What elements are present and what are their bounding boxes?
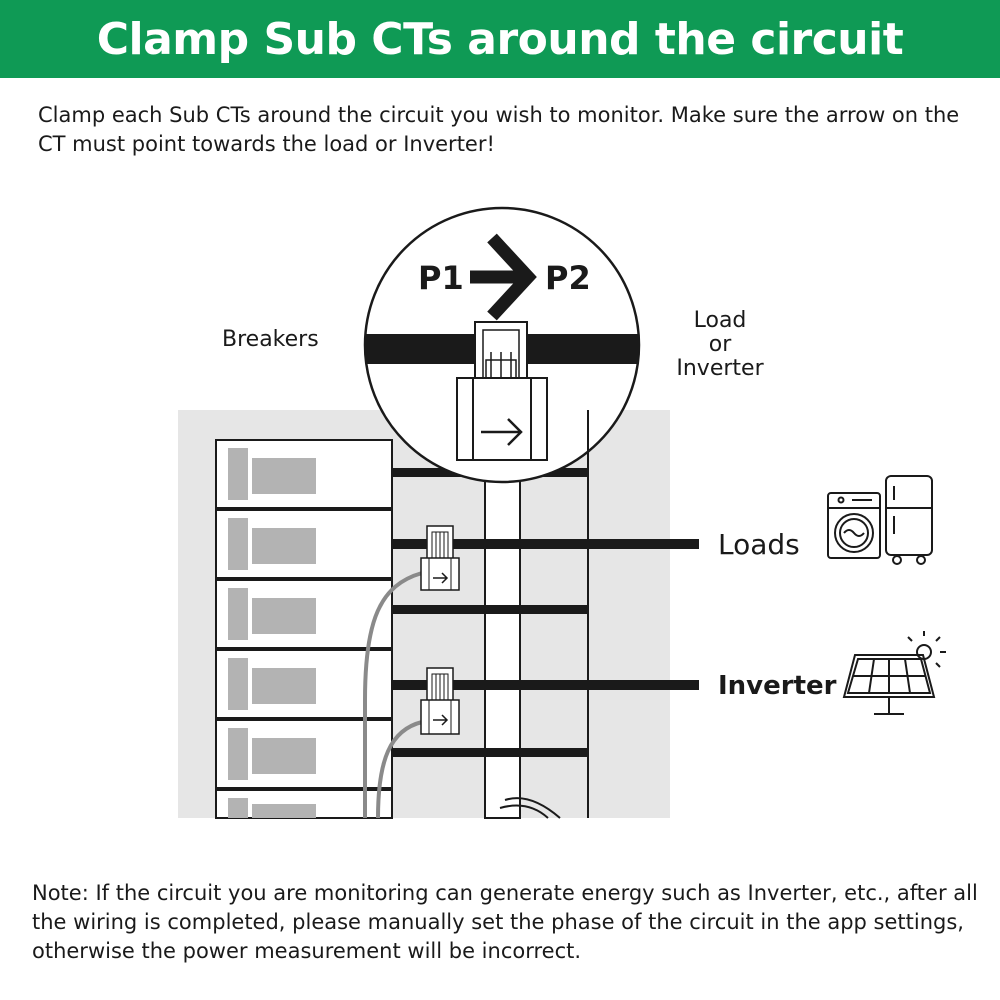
breakers (215, 439, 393, 819)
load-label-line-2: or (709, 332, 732, 357)
intro-text: Clamp each Sub CTs around the circuit yo… (38, 103, 960, 156)
load-label-line-1: Load (694, 308, 747, 333)
arrow-right-icon (433, 572, 449, 584)
page-title: Clamp Sub CTs around the circuit (96, 13, 904, 65)
arrow-right-icon (481, 418, 523, 446)
ct-clamp-icon (420, 525, 460, 591)
refrigerator-icon (885, 475, 933, 565)
ct-wires (363, 571, 423, 819)
load-label-line-3: Inverter (676, 356, 764, 381)
ct-magnifier: P1 P2 (363, 206, 641, 484)
sun-icon (907, 631, 946, 668)
breakers-label: Breakers (222, 327, 319, 352)
note-text: Note: If the circuit you are monitoring … (32, 881, 978, 963)
arrow-right-icon (433, 714, 449, 726)
inverter-label: Inverter (718, 671, 837, 701)
solar-panel-icon (842, 654, 936, 715)
p2-label: P2 (545, 259, 591, 297)
arrow-right-icon (470, 233, 537, 321)
loads-label: Loads (718, 528, 800, 561)
header-banner: Clamp Sub CTs around the circuit (0, 0, 1000, 78)
ct-clamp-icon (420, 667, 460, 735)
washing-machine-icon (827, 492, 881, 559)
p1-label: P1 (418, 259, 464, 297)
